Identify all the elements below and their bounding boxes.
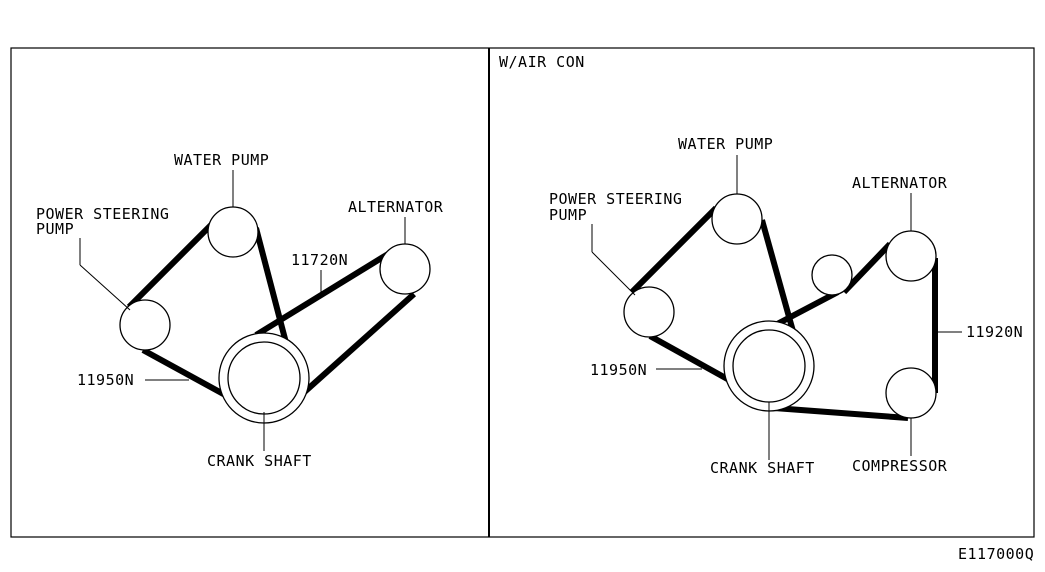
figure-id: E117000Q	[958, 545, 1034, 563]
left-alternator-label: ALTERNATOR	[348, 198, 444, 216]
left-belt-ps-to-wp	[126, 219, 217, 310]
left-power-steering-label-line1: POWER STEERING	[36, 205, 169, 223]
right-water-pump-pulley	[711, 193, 763, 245]
right-compressor-pulley	[885, 367, 937, 419]
right-panel-title: W/AIR CON	[499, 53, 585, 71]
right-power-steering-pulley	[623, 286, 675, 338]
right-power-steering-label-line2: PUMP	[549, 206, 587, 224]
left-belt-wp-to-crank	[253, 227, 293, 359]
right-panel: W/AIR CON WATER PUMP POWER STEERING PUMP…	[499, 53, 1023, 477]
left-belt-crank-to-alt-upper	[254, 251, 390, 338]
diagram-frame	[10, 47, 1035, 538]
right-compressor-label: COMPRESSOR	[852, 457, 948, 475]
left-11950n-label: 11950N	[77, 371, 134, 389]
left-crank-pulley	[227, 341, 301, 415]
right-crank-shaft-label: CRANK SHAFT	[710, 459, 815, 477]
left-panel: WATER PUMP POWER STEERING PUMP ALTERNATO…	[36, 151, 444, 470]
right-alternator-pulley	[885, 230, 937, 282]
right-belt-ps-to-wp	[629, 205, 719, 295]
right-belt-wp-to-crank	[759, 219, 799, 343]
right-11950n-label: 11950N	[590, 361, 647, 379]
left-power-steering-pulley	[119, 299, 171, 351]
right-power-steering-leader-2	[591, 251, 636, 296]
left-belt-crank-to-alt-lower	[297, 291, 417, 399]
left-power-steering-leader-2	[79, 264, 131, 311]
right-crank-pulley	[732, 329, 806, 403]
left-water-pump-label: WATER PUMP	[174, 151, 269, 169]
left-11720n-label: 11720N	[291, 251, 348, 269]
right-belt-crank-to-comp	[773, 405, 909, 421]
right-11920n-label: 11920N	[966, 323, 1023, 341]
right-idler-pulley	[811, 254, 853, 296]
left-water-pump-pulley	[207, 206, 259, 258]
right-power-steering-label-line1: POWER STEERING	[549, 190, 682, 208]
right-belt-idler-to-alt	[841, 241, 893, 295]
left-alternator-pulley	[379, 243, 431, 295]
left-crank-shaft-label: CRANK SHAFT	[207, 452, 312, 470]
left-power-steering-label-line2: PUMP	[36, 220, 74, 238]
right-water-pump-label: WATER PUMP	[678, 135, 773, 153]
right-alternator-label: ALTERNATOR	[852, 174, 948, 192]
